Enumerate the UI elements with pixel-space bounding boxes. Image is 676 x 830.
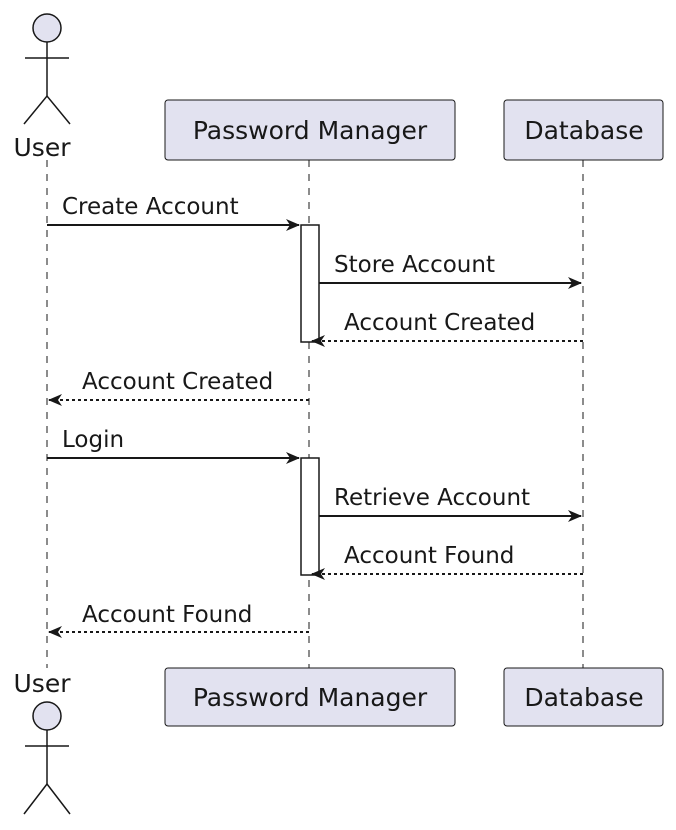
participant-label-database-top: Database bbox=[524, 116, 643, 145]
participant-box bbox=[164, 667, 456, 727]
actor-head-icon bbox=[32, 701, 62, 731]
participant-box bbox=[503, 667, 664, 727]
participant-database-top: Database bbox=[503, 99, 664, 161]
message-2: Store Account bbox=[319, 252, 582, 289]
actor-user-top: User bbox=[14, 13, 72, 162]
actor-user-bottom: User bbox=[14, 669, 72, 815]
activation-bar-password-manager-2 bbox=[300, 457, 320, 576]
participant-box bbox=[503, 99, 664, 161]
message-1: Create Account bbox=[47, 194, 300, 231]
participant-label-password-manager-top: Password Manager bbox=[193, 116, 428, 145]
participant-box bbox=[164, 99, 456, 161]
message-4: Account Created bbox=[48, 369, 309, 406]
message-label: Account Created bbox=[82, 369, 273, 395]
message-label: Login bbox=[62, 427, 124, 453]
actor-legs-icon bbox=[23, 782, 71, 815]
message-label: Retrieve Account bbox=[334, 485, 530, 511]
participant-database-bottom: Database bbox=[503, 667, 664, 727]
message-label: Create Account bbox=[62, 194, 239, 220]
message-6: Retrieve Account bbox=[319, 485, 582, 522]
message-5: Login bbox=[47, 427, 300, 464]
message-label: Account Found bbox=[82, 602, 252, 628]
participant-label-password-manager-bottom: Password Manager bbox=[193, 683, 428, 712]
participant-label-user-bottom: User bbox=[14, 669, 72, 698]
message-7: Account Found bbox=[311, 543, 583, 580]
participant-label-database-bottom: Database bbox=[524, 683, 643, 712]
participant-label-user-top: User bbox=[14, 133, 72, 162]
message-3: Account Created bbox=[311, 310, 583, 347]
actor-head-icon bbox=[32, 13, 62, 43]
message-8: Account Found bbox=[48, 602, 309, 638]
actor-legs-icon bbox=[23, 94, 71, 125]
activation-bar-password-manager-1 bbox=[300, 224, 320, 343]
message-label: Store Account bbox=[334, 252, 495, 278]
participant-password-manager-top: Password Manager bbox=[164, 99, 456, 161]
message-label: Account Created bbox=[344, 310, 535, 336]
participant-password-manager-bottom: Password Manager bbox=[164, 667, 456, 727]
message-label: Account Found bbox=[344, 543, 514, 569]
